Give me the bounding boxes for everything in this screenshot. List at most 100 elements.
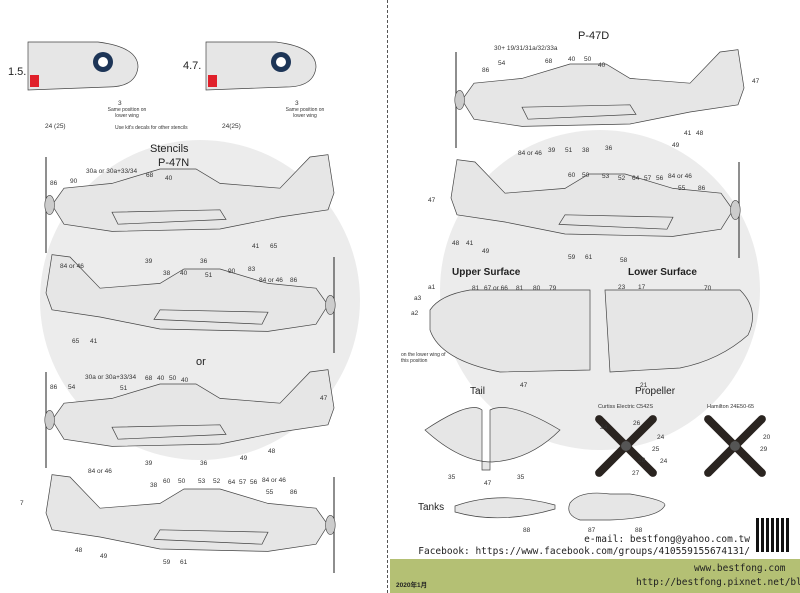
p47d-top-callout: 68 — [545, 58, 553, 65]
p47d-title: P-47D — [578, 30, 610, 42]
p47n-plane-3-wing — [111, 424, 227, 440]
p47n-4-callout: 50 — [178, 478, 186, 485]
p47n-4-callout: 7 — [20, 500, 24, 507]
upper-surface-callout: 79 — [549, 285, 557, 292]
p47n-3-callout: 86 — [50, 384, 58, 391]
p47d-top-callout: 50 — [584, 56, 592, 63]
p47n-3-callout: 36 — [200, 460, 208, 467]
curtiss-propeller-callout: 26 — [633, 420, 641, 427]
profile-number-1: 1.5. — [8, 66, 27, 78]
p47d-plane-bottom-wing — [558, 214, 674, 230]
p47d-top-callout: 36 — [605, 145, 613, 152]
stencil-note: Use kit's decals for other stencils — [115, 125, 188, 131]
p47d-bottom-callout: 60 — [568, 172, 576, 179]
upper-surface-callout: 81 — [516, 285, 524, 292]
p47n-4-callout: 64 — [228, 479, 236, 486]
p47n-plane-4-wing — [153, 529, 269, 545]
p47d-plane-top-wing — [521, 104, 637, 120]
p47d-bottom-callout: 47 — [428, 197, 436, 204]
p47n-1-callout: 90 — [70, 178, 78, 185]
contact-email: e-mail: bestfong@yahoo.com.tw — [584, 534, 750, 545]
p47n-2-callout: 41 — [90, 338, 98, 345]
p47d-top-callout: 41 — [684, 130, 692, 137]
profile-1-red-stripe — [30, 75, 39, 87]
curtiss-propeller-callout: 27 — [632, 470, 640, 477]
footer-website: www.bestfong.com — [694, 563, 786, 574]
p47d-bottom-callout: 56 — [656, 175, 664, 182]
upper-surface-callout: a2 — [411, 310, 419, 317]
profile-1-roundel-center — [98, 57, 108, 67]
footer-band — [390, 559, 800, 593]
p47n-3-callout: 50 — [169, 375, 177, 382]
p47n-4-callout: 49 — [100, 553, 108, 560]
lower-surface-wing — [604, 289, 753, 373]
p47d-bottom-callout: 84 or 46 — [668, 173, 692, 180]
marking-label-1: 3 — [118, 100, 122, 107]
p47n-4-callout: 55 — [266, 489, 274, 496]
hamilton-propeller-callout: 20 — [763, 434, 771, 441]
p47d-top-callout: 39 — [548, 147, 556, 154]
lower-surface-callout: 21 — [640, 382, 648, 389]
tanks-callout: 88 — [523, 527, 531, 534]
prop2-name: Hamilton 24E50-65 — [707, 404, 755, 410]
p47n-2-callout: 90 — [228, 268, 236, 275]
p47n-1-callout: 84 or 46 — [60, 263, 84, 270]
p47n-3-callout: 54 — [68, 384, 76, 391]
p47n-2-callout: 84 or 46 — [259, 277, 283, 284]
propeller-title: Propeller — [635, 386, 676, 397]
p47d-bottom-callout: 58 — [620, 257, 628, 264]
p47n-3-callout: 84 or 46 — [88, 468, 112, 475]
p47d-plane-bottom-spinner — [730, 200, 741, 220]
curtiss-propeller-callout: 24 — [600, 424, 608, 431]
p47n-3-callout: 51 — [120, 385, 128, 392]
p47n-3-callout: 40 — [157, 375, 165, 382]
p47n-2-callout: 40 — [180, 270, 188, 277]
p47n-4-callout: 57 — [239, 479, 247, 486]
tank-1 — [454, 497, 556, 519]
p47n-plane-3-spinner — [44, 410, 55, 430]
p47d-top-callout: 86 — [482, 67, 490, 74]
p47n-4-callout: 48 — [75, 547, 83, 554]
p47n-1-callout: 36 — [200, 258, 208, 265]
footer-date: 2020年1月 — [396, 582, 428, 589]
marking-note-1: Same position on lower wing — [107, 107, 147, 119]
lower-surface-callout: 70 — [704, 285, 712, 292]
p47n-4-callout: 38 — [150, 482, 158, 489]
prop1-name: Curtiss Electric C542S — [598, 404, 654, 410]
p47n-4-callout: 84 or 46 — [262, 477, 286, 484]
upper-surface-callout: 81 — [472, 285, 480, 292]
p47d-bottom-callout: 55 — [678, 185, 686, 192]
contact-facebook: Facebook: https://www.facebook.com/group… — [418, 546, 750, 557]
p47d-bottom-callout: 50 — [582, 172, 590, 179]
p47d-top-callout: 47 — [752, 78, 760, 85]
p47n-1-callout: 40 — [165, 175, 173, 182]
p47d-top-callout: 84 or 46 — [518, 150, 542, 157]
p47d-bottom-callout: 61 — [585, 254, 593, 261]
p47n-2-callout: 65 — [72, 338, 80, 345]
p47n-1-callout: 86 — [50, 180, 58, 187]
p47n-2-callout: 38 — [163, 270, 171, 277]
p47n-title: P-47N — [158, 157, 190, 169]
qr-code — [756, 518, 790, 552]
hamilton-propeller-hub — [730, 441, 740, 451]
profile-2-roundel-center — [276, 57, 286, 67]
upper-surface-note: on the lower wing of this position — [401, 352, 446, 364]
marking-label-2: 3 — [295, 100, 299, 107]
p47d-top-callout: 40 — [598, 62, 606, 69]
stripe-label-1: 24 (25) — [45, 123, 66, 130]
p47n-3-callout: 49 — [240, 455, 248, 462]
p47n-1-callout: 30a or 30a+33/34 — [86, 168, 138, 175]
p47n-3-callout: 47 — [320, 395, 328, 402]
p47d-top-callout: 38 — [582, 147, 590, 154]
upper-surface-wing — [429, 289, 591, 373]
p47d-top-callout: 40 — [568, 56, 576, 63]
tanks-callout: 87 — [588, 527, 596, 534]
upper-surface-callout: 80 — [533, 285, 541, 292]
or-label: or — [196, 356, 206, 368]
p47n-3-callout: 48 — [268, 448, 276, 455]
profile-2-red-stripe — [208, 75, 217, 87]
p47d-bottom-callout: 86 — [698, 185, 706, 192]
p47d-top-callout: 49 — [672, 142, 680, 149]
p47d-bottom-callout: 41 — [466, 240, 474, 247]
